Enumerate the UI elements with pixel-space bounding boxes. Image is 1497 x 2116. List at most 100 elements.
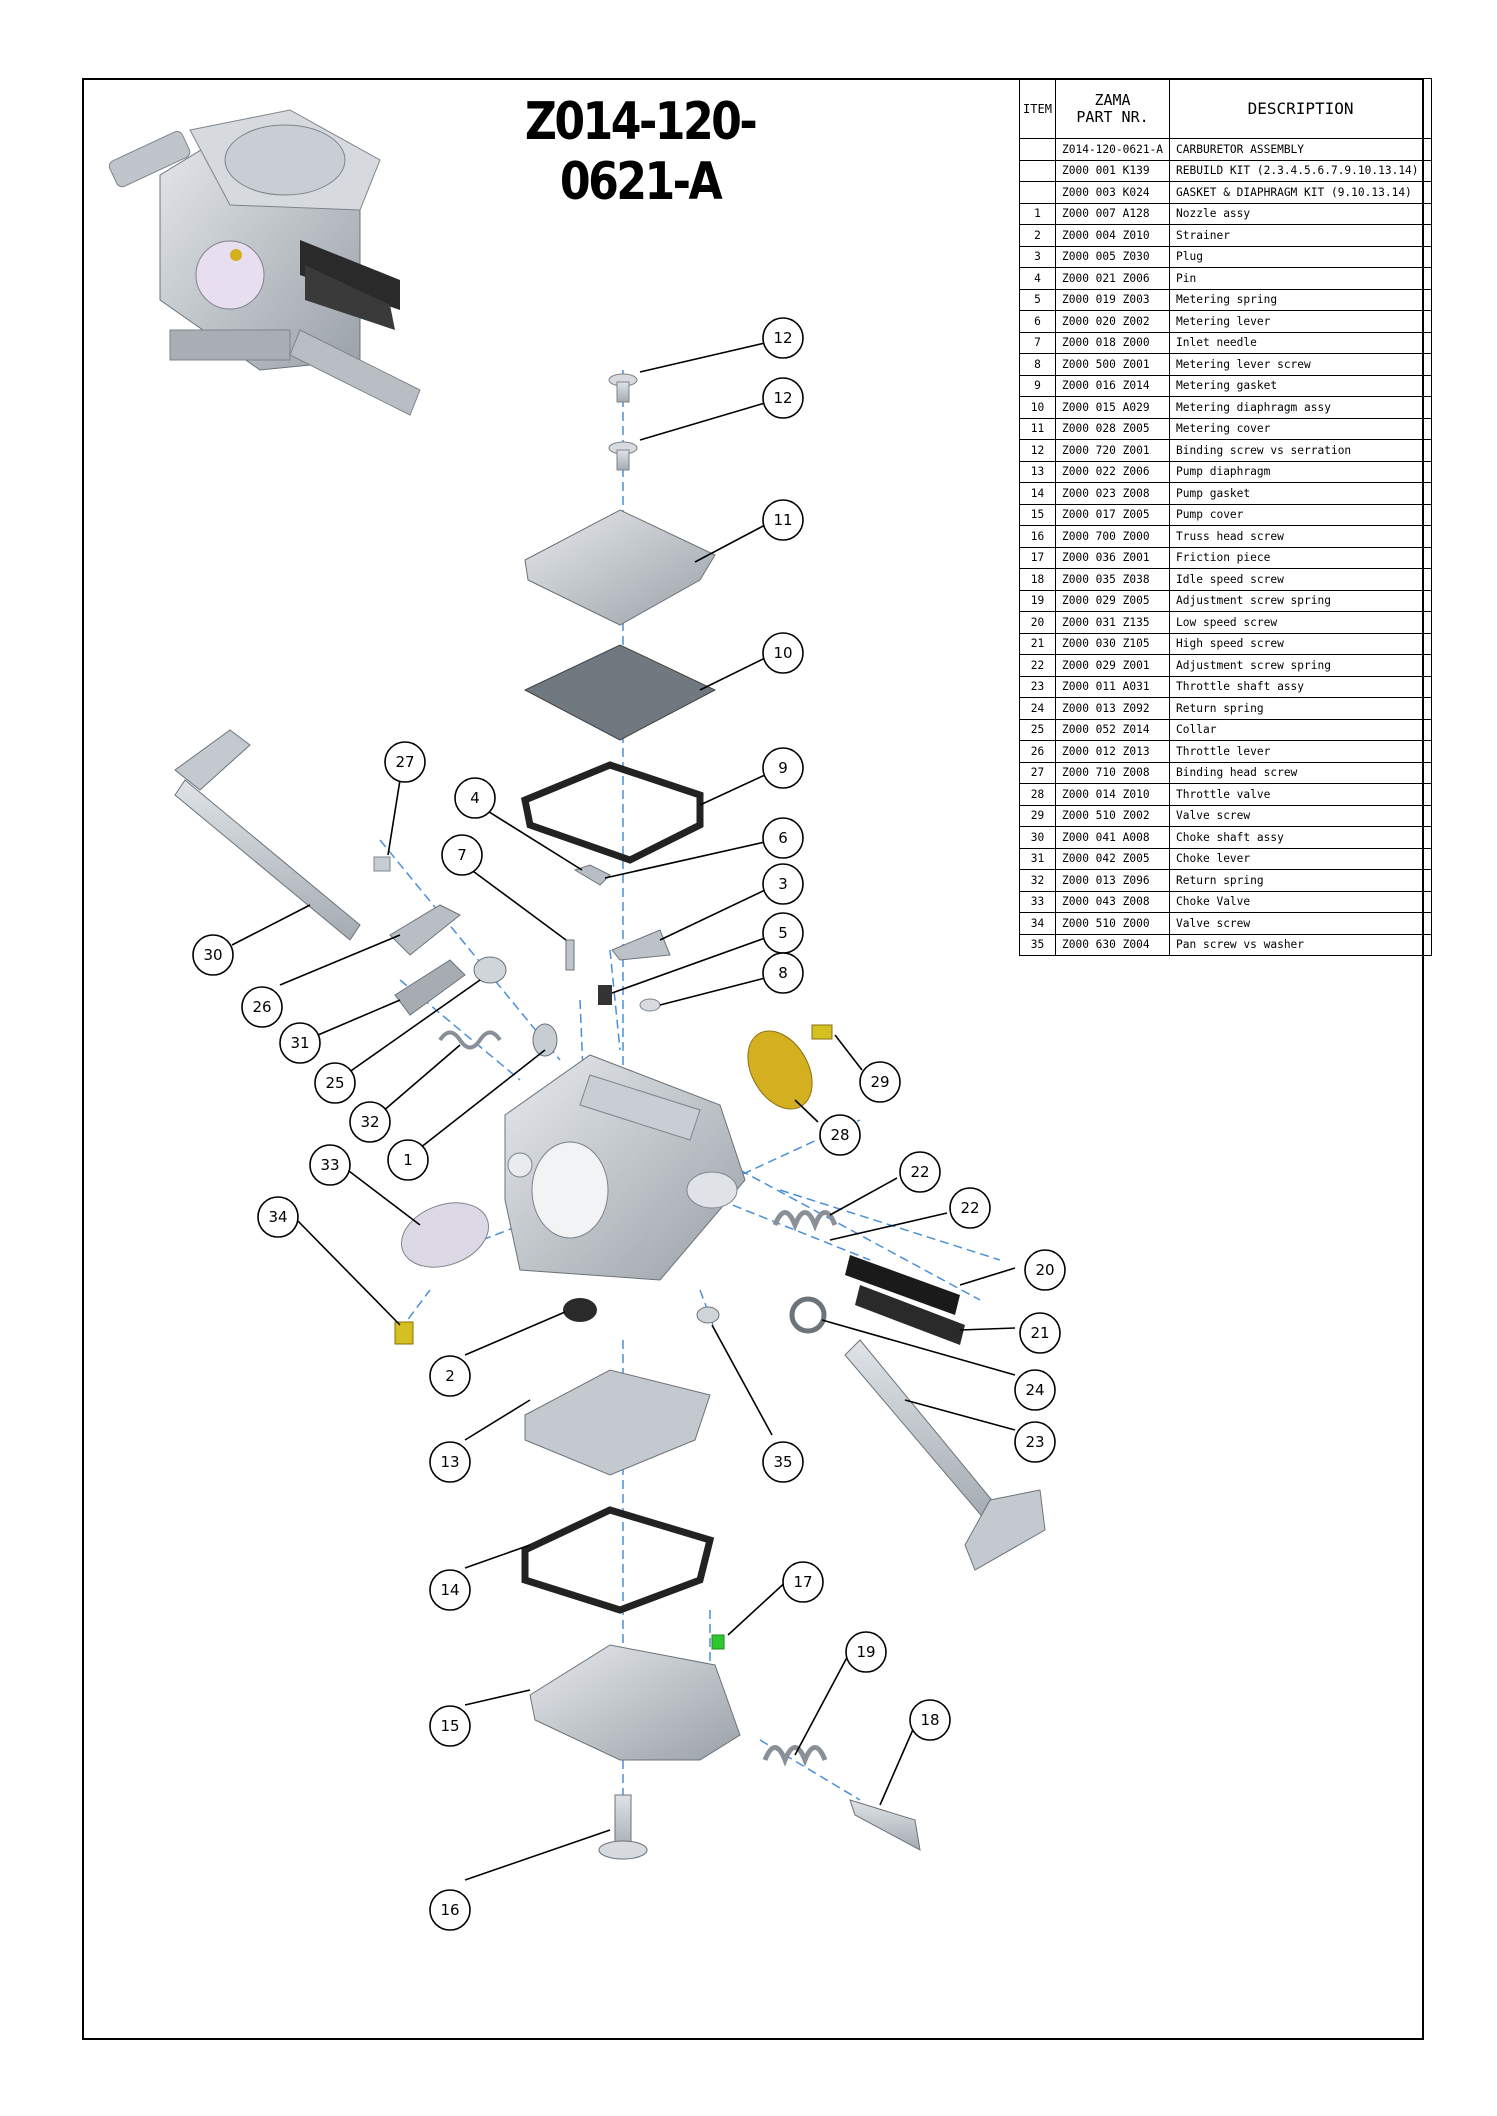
part-number-cell: Z000 031 Z135 [1054, 611, 1171, 634]
valve-screw-part [811, 1024, 833, 1040]
header-part-line1: ZAMA [1094, 90, 1131, 109]
choke-lever-part [394, 959, 466, 1016]
part-number-cell: Z000 016 Z014 [1054, 374, 1171, 397]
callout-bubble: 20 [1024, 1249, 1066, 1291]
callout-label: 4 [470, 789, 480, 807]
callout-circle [762, 863, 804, 905]
inlet-needle-part [565, 939, 575, 971]
callout-circle [762, 817, 804, 859]
part-number-cell: Z000 510 Z002 [1054, 804, 1171, 827]
callout-bubbles: 1212111096358292822222021242335171918274… [192, 317, 1066, 1931]
callout-bubble: 12 [762, 317, 804, 359]
choke-shaft-part [174, 729, 361, 941]
callout-label: 15 [440, 1717, 459, 1735]
callout-circle [1024, 1249, 1066, 1291]
item-cell: 31 [1019, 847, 1056, 870]
callout-label: 21 [1030, 1324, 1049, 1342]
pan-screw-part [696, 1306, 720, 1324]
callout-bubble: 25 [314, 1062, 356, 1104]
binding-screw-upper [608, 373, 638, 403]
pump-diaphragm-part [524, 1369, 711, 1476]
description-cell: Binding screw vs serration [1169, 439, 1433, 462]
item-cell: 10 [1019, 396, 1056, 419]
callout-label: 6 [778, 829, 788, 847]
callout-label: 12 [773, 329, 792, 347]
pump-gasket-part [521, 1506, 715, 1614]
part-number-cell: Z000 029 Z005 [1054, 589, 1171, 612]
parts-table-header: ITEM ZAMA PART NR. DESCRIPTION [1019, 78, 1433, 139]
callout-bubble: 9 [762, 747, 804, 789]
callout-label: 26 [252, 998, 271, 1016]
part-number-cell: Z000 022 Z006 [1054, 460, 1171, 483]
callout-bubble: 22 [949, 1187, 991, 1229]
drawing-frame [82, 78, 1424, 2040]
description-cell: Strainer [1169, 224, 1433, 247]
leader-lines [231, 342, 1016, 1881]
part-number-cell: Z000 700 Z000 [1054, 525, 1171, 548]
part-number-cell: Z000 004 Z010 [1054, 224, 1171, 247]
part-number-cell: Z000 720 Z001 [1054, 439, 1171, 462]
description-cell: CARBURETOR ASSEMBLY [1169, 138, 1433, 161]
strainer-part [563, 1298, 597, 1322]
callout-bubble: 22 [899, 1151, 941, 1193]
callout-label: 31 [290, 1034, 309, 1052]
description-cell: Collar [1169, 718, 1433, 741]
part-number-cell: Z000 013 Z096 [1054, 869, 1171, 892]
choke-valve-part [400, 1202, 490, 1268]
part-number-cell: Z000 710 Z008 [1054, 761, 1171, 784]
callout-bubble: 28 [819, 1114, 861, 1156]
callout-bubble: 16 [429, 1889, 471, 1931]
callout-bubble: 29 [859, 1061, 901, 1103]
carburetor-body [504, 1054, 746, 1281]
callout-bubble: 21 [1019, 1312, 1061, 1354]
truss-head-screw-part [598, 1794, 648, 1860]
pump-cover-part [529, 1644, 741, 1761]
idle-speed-screw-part [849, 1799, 921, 1851]
callout-label: 28 [830, 1126, 849, 1144]
callout-bubble: 31 [279, 1022, 321, 1064]
part-number-cell: Z000 001 K139 [1054, 159, 1171, 182]
callout-bubble: 5 [762, 912, 804, 954]
callout-label: 19 [856, 1643, 875, 1661]
assembled-carburetor-image [108, 109, 421, 416]
callout-bubble: 18 [909, 1699, 951, 1741]
description-cell: Choke shaft assy [1169, 826, 1433, 849]
callout-label: 23 [1025, 1433, 1044, 1451]
parts-table: ITEM ZAMA PART NR. DESCRIPTION Z014-120-… [1019, 78, 1433, 956]
callout-label: 18 [920, 1711, 939, 1729]
callout-label: 22 [960, 1199, 979, 1217]
description-cell: Metering lever [1169, 310, 1433, 333]
description-cell: Pan screw vs washer [1169, 933, 1433, 956]
metering-spring-part [598, 985, 612, 1005]
speed-screws-part [845, 1255, 965, 1345]
callout-circle [257, 1196, 299, 1238]
description-cell: High speed screw [1169, 632, 1433, 655]
callout-circle [762, 377, 804, 419]
description-cell: Choke lever [1169, 847, 1433, 870]
adjustment-screw-spring-part [772, 1210, 838, 1232]
callout-bubble: 15 [429, 1705, 471, 1747]
header-part-nr: ZAMA PART NR. [1054, 78, 1171, 139]
callout-label: 27 [395, 753, 414, 771]
part-number-cell: Z000 023 Z008 [1054, 482, 1171, 505]
callout-bubble: 26 [241, 986, 283, 1028]
part-number-cell: Z014-120-0621-A [1054, 138, 1171, 161]
callout-label: 24 [1025, 1381, 1044, 1399]
callout-circle [279, 1022, 321, 1064]
callout-bubble: 33 [309, 1144, 351, 1186]
part-number-cell: Z000 630 Z004 [1054, 933, 1171, 956]
drawing-title: Z014-120-0621-A [524, 92, 758, 212]
throttle-lever-part [389, 904, 461, 956]
